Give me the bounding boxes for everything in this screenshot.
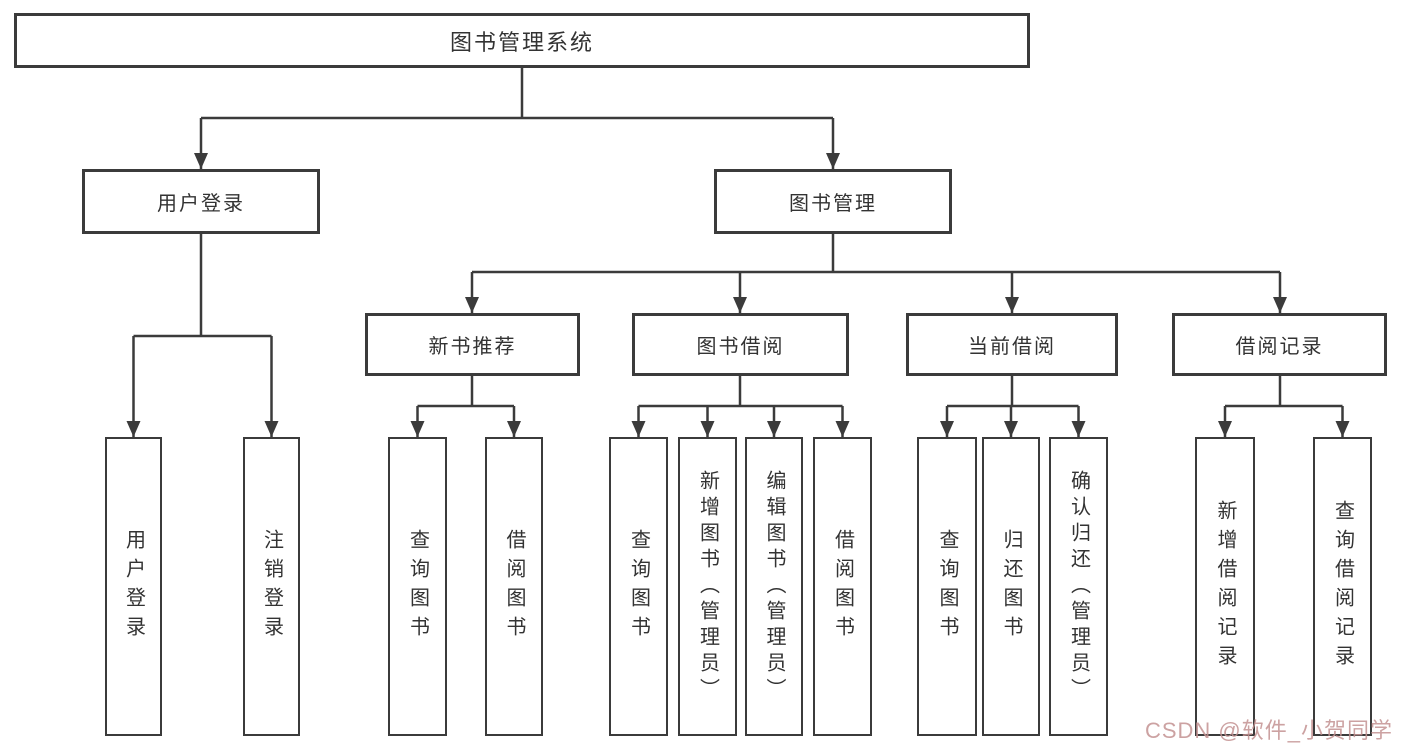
node-confirm-return-admin: 确认归还（管理员） bbox=[1049, 437, 1108, 736]
node-add-borrow-record: 新增借阅记录 bbox=[1195, 437, 1255, 736]
node-add-book-admin: 新增图书（管理员） bbox=[678, 437, 737, 736]
node-book-borrow: 图书借阅 bbox=[632, 313, 849, 376]
watermark: CSDN @软件_小贺同学 bbox=[1144, 718, 1393, 743]
node-logout-leaf: 注销登录 bbox=[243, 437, 300, 736]
node-borrow-book-recommend: 借阅图书 bbox=[485, 437, 543, 736]
node-new-book-recommend: 新书推荐 bbox=[365, 313, 580, 376]
node-current-borrow: 当前借阅 bbox=[906, 313, 1118, 376]
node-user-login-leaf: 用户登录 bbox=[105, 437, 162, 736]
node-borrow-book: 借阅图书 bbox=[813, 437, 872, 736]
node-query-books-recommend: 查询图书 bbox=[388, 437, 447, 736]
node-borrow-records: 借阅记录 bbox=[1172, 313, 1387, 376]
node-user-login: 用户登录 bbox=[82, 169, 320, 234]
node-query-books-borrow: 查询图书 bbox=[609, 437, 668, 736]
node-book-management: 图书管理 bbox=[714, 169, 952, 234]
node-edit-book-admin: 编辑图书（管理员） bbox=[745, 437, 803, 736]
node-query-borrow-record: 查询借阅记录 bbox=[1313, 437, 1372, 736]
node-root: 图书管理系统 bbox=[14, 13, 1030, 68]
node-query-books-current: 查询图书 bbox=[917, 437, 977, 736]
node-return-book: 归还图书 bbox=[982, 437, 1040, 736]
